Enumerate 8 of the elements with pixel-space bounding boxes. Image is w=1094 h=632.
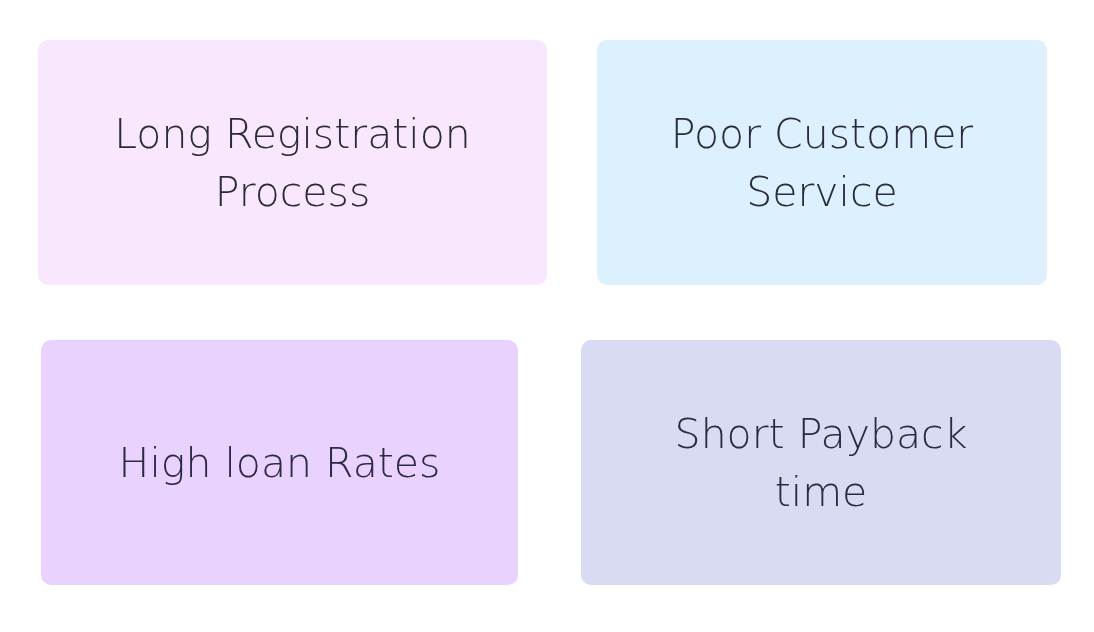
topic-card bbox=[581, 340, 1061, 585]
topic-card bbox=[597, 40, 1047, 285]
topic-card bbox=[38, 40, 547, 285]
card-title: Poor Customer Service bbox=[669, 108, 975, 218]
card-title: Long Registration Process bbox=[113, 108, 472, 218]
card-title: High loan Rates bbox=[118, 437, 441, 489]
card-title: Short Payback time bbox=[673, 408, 969, 518]
topic-card bbox=[41, 340, 518, 585]
